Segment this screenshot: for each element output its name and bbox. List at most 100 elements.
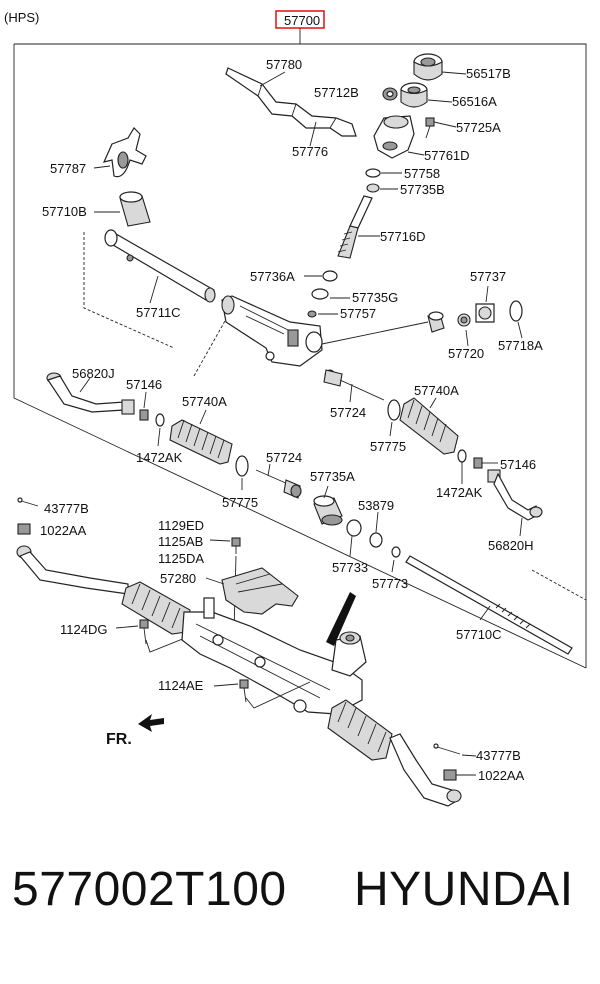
leader-57773 — [391, 559, 395, 573]
label-1472AK-left[interactable]: 1472AK — [136, 450, 183, 465]
cap-56517B — [413, 53, 443, 81]
label-57787[interactable]: 57787 — [50, 161, 86, 176]
label-57736A[interactable]: 57736A — [250, 269, 295, 284]
inner-rod-57724-right — [323, 369, 385, 401]
frame-diagonal — [13, 397, 587, 669]
label-1022AA-bottom[interactable]: 1022AA — [478, 768, 525, 783]
label-57735A[interactable]: 57735A — [310, 469, 355, 484]
label-57280[interactable]: 57280 — [160, 571, 196, 586]
ring-57735G — [311, 288, 329, 300]
label-1124AE[interactable]: 1124AE — [158, 678, 204, 693]
label-57758[interactable]: 57758 — [404, 166, 440, 181]
label-57718A[interactable]: 57718A — [498, 338, 543, 353]
leader-57733 — [349, 535, 353, 557]
rack-housing-exploded — [221, 295, 323, 367]
ring-57718A — [509, 300, 523, 322]
tie-rod-end-56820H — [487, 469, 543, 521]
label-56820J[interactable]: 56820J — [72, 366, 115, 381]
leader-57720 — [465, 329, 469, 347]
clamp-57787 — [102, 127, 147, 178]
label-1125DA[interactable]: 1125DA — [158, 551, 204, 566]
label-57716D[interactable]: 57716D — [380, 229, 426, 244]
leader-1472AK-left — [157, 427, 161, 447]
label-1124DG[interactable]: 1124DG — [60, 622, 107, 637]
assembly-number[interactable]: 57700 — [284, 13, 320, 28]
leader-57776 — [309, 121, 317, 147]
label-43777B-bottom[interactable]: 43777B — [476, 748, 521, 763]
nut-1022AA-top — [17, 523, 31, 535]
leader-57735A — [323, 485, 329, 499]
leader-57280 — [205, 577, 225, 585]
tie-rod-end-56820J — [46, 372, 135, 415]
label-57710B[interactable]: 57710B — [42, 204, 87, 219]
leader-56517B — [441, 71, 467, 75]
leader-57737 — [485, 285, 489, 303]
label-57740A-right[interactable]: 57740A — [414, 383, 459, 398]
label-57146-right[interactable]: 57146 — [500, 457, 536, 472]
bushing-56516A — [400, 82, 428, 108]
heat-shield-57280 — [221, 567, 299, 615]
leader-57787 — [93, 165, 111, 169]
inner-rod-57724-left — [255, 469, 302, 499]
label-57733[interactable]: 57733 — [332, 560, 368, 575]
ring-57733 — [346, 519, 362, 537]
label-56517B[interactable]: 56517B — [466, 66, 511, 81]
cotter-43777B-top — [17, 497, 39, 507]
plug-57720 — [427, 311, 445, 333]
label-43777B-top[interactable]: 43777B — [44, 501, 89, 516]
label-57761D[interactable]: 57761D — [424, 148, 470, 163]
leader-57725A — [433, 121, 457, 128]
label-53879[interactable]: 53879 — [358, 498, 394, 513]
label-57735G[interactable]: 57735G — [352, 290, 398, 305]
cotter-43777B-bottom — [433, 743, 461, 755]
label-1022AA-top[interactable]: 1022AA — [40, 523, 87, 538]
label-1472AK-right[interactable]: 1472AK — [436, 485, 483, 500]
clamp-57775-right — [387, 399, 401, 421]
label-57775-right[interactable]: 57775 — [370, 439, 406, 454]
label-57724-upper[interactable]: 57724 — [330, 405, 366, 420]
label-57146-left[interactable]: 57146 — [126, 377, 162, 392]
nut-57712B — [382, 87, 398, 101]
clip-1472AK-left — [155, 413, 165, 427]
bolt-1124DG — [139, 619, 149, 645]
bellows-57740A-right — [399, 397, 459, 455]
rack-bar-57710C — [405, 555, 573, 655]
label-57725A[interactable]: 57725A — [456, 120, 501, 135]
label-57776[interactable]: 57776 — [292, 144, 328, 159]
rack-housing-assembled — [181, 597, 363, 715]
label-57735B[interactable]: 57735B — [400, 182, 445, 197]
leader-1129ED — [209, 539, 231, 542]
label-57710C[interactable]: 57710C — [456, 627, 502, 642]
label-57712B[interactable]: 57712B — [314, 85, 359, 100]
caption: 577002T100 HYUNDAI — [0, 862, 600, 962]
leader-57724-left — [267, 463, 271, 477]
leader-1124DG — [115, 625, 139, 629]
leader-57711C — [149, 275, 159, 304]
label-57775-left[interactable]: 57775 — [222, 495, 258, 510]
label-57737[interactable]: 57737 — [470, 269, 506, 284]
leader-1124AE — [213, 683, 239, 687]
cap-57737 — [475, 303, 495, 323]
label-57757[interactable]: 57757 — [340, 306, 376, 321]
leader-57146-left — [143, 391, 147, 409]
label-57773[interactable]: 57773 — [372, 576, 408, 591]
label-1129ED[interactable]: 1129ED — [158, 518, 204, 533]
label-57740A-left[interactable]: 57740A — [182, 394, 227, 409]
label-57724-lower[interactable]: 57724 — [266, 450, 302, 465]
tie-rod-end-assembled-right — [389, 733, 462, 807]
caption-brand: HYUNDAI — [354, 863, 574, 916]
label-57711C[interactable]: 57711C — [136, 305, 181, 320]
leader-57775-right — [389, 421, 393, 437]
pinion-57716D — [337, 195, 373, 259]
leader-1124AE-2 — [245, 681, 311, 709]
label-57720[interactable]: 57720 — [448, 346, 484, 361]
label-1125AB[interactable]: 1125AB — [158, 534, 203, 549]
leader-57740A-left — [199, 409, 207, 425]
caption-part-number: 577002T100 — [12, 863, 287, 916]
label-56516A[interactable]: 56516A — [452, 94, 497, 109]
leader-56820J — [79, 377, 91, 393]
label-57780[interactable]: 57780 — [266, 57, 302, 72]
label-56820H[interactable]: 56820H — [488, 538, 534, 553]
frame-top-right — [14, 43, 587, 668]
tube-57711C — [104, 229, 216, 303]
